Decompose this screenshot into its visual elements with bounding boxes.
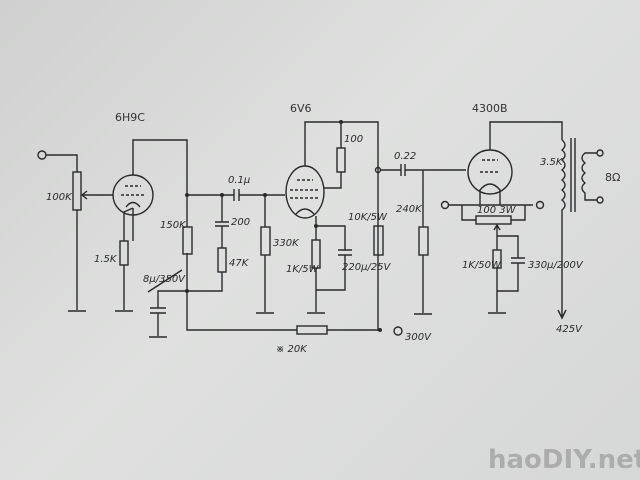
label-220u-25v: 220µ/25V	[342, 262, 392, 273]
label-10k-5w: 10K/5W	[348, 212, 388, 223]
hum-pot	[475, 215, 512, 225]
driver-stage: 6V6 100 1K/5W 220µ/25V 10K/5W 300V	[285, 102, 432, 343]
label-200: 200	[231, 217, 250, 228]
label-425v: 425V	[556, 324, 583, 335]
label-330u-200v: 330µ/200V	[528, 260, 584, 271]
label-8u-350v: 8µ/350V	[143, 274, 186, 285]
tube-label-6h9c: 6H9C	[115, 111, 145, 124]
tube-label-300b: 4300B	[472, 102, 508, 115]
label-8-ohm: 8Ω	[605, 171, 620, 184]
pot-label: 100K	[46, 192, 73, 203]
label-1k-50w: 1K/50W	[462, 260, 502, 271]
output-stage: 0.22 240K 4300B 100 3W 1K/50W 330µ/200V …	[374, 102, 620, 335]
label-300v: 300V	[405, 332, 432, 343]
label-100: 100	[344, 134, 363, 145]
resistor-20k	[296, 325, 328, 335]
volume-pot	[72, 171, 82, 211]
label-240k: 240K	[396, 204, 423, 215]
label-1k5: 1.5K	[94, 254, 118, 265]
terminal-300v	[393, 326, 403, 336]
input-stage: 100K 6H9C 1.5K	[37, 111, 188, 312]
interstage-1: 150K 0.1µ 200 47K 330K 8µ/350V ※ 20K	[143, 175, 380, 355]
filament-terminal-left	[440, 200, 450, 210]
label-47k: 47K	[229, 258, 250, 269]
filament-terminal-right	[535, 200, 545, 210]
tube-6v6	[285, 165, 325, 219]
resistor-1k5	[119, 240, 129, 266]
label-3.5k: 3.5K	[540, 157, 564, 168]
label-1k-5w: 1K/5W	[286, 264, 320, 275]
label-330k: 330K	[273, 238, 300, 249]
watermark-logo: haoDIY.net	[488, 445, 640, 475]
label-20k: ※ 20K	[276, 344, 308, 355]
input-terminal	[37, 150, 47, 160]
label-0.1u: 0.1µ	[228, 175, 250, 186]
label-100-3w: 100 3W	[477, 205, 517, 216]
tube-label-6v6: 6V6	[290, 102, 312, 115]
label-0.22: 0.22	[394, 151, 416, 162]
label-150k: 150K	[160, 220, 187, 231]
